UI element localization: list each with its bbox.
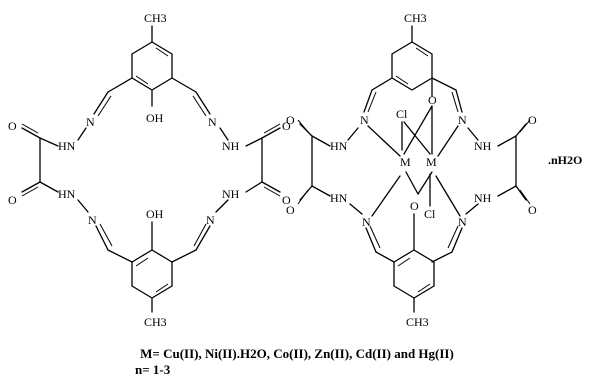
ligand-hydroxyl-bottom: OH xyxy=(146,207,164,221)
complex-imine-n-bl: N xyxy=(362,215,371,229)
ligand-amide-nh-bl: HN xyxy=(58,187,76,201)
complex-chloride-bottom: Cl xyxy=(424,207,436,221)
complex-imine-n-tl: N xyxy=(360,113,369,127)
ligand-oxygen-tr: O xyxy=(282,119,291,133)
complex-metal-left: M xyxy=(400,155,411,169)
complex-methyl-bottom: CH3 xyxy=(406,315,429,329)
complex-amide-nh-br: NH xyxy=(474,191,492,205)
ligand-oxygen-tl: O xyxy=(8,119,17,133)
ligand-methyl-top: CH3 xyxy=(144,11,167,25)
metal-complex-structure: CH3 O N N Cl M M HN NH O xyxy=(286,11,582,329)
complex-chloride-top: Cl xyxy=(396,107,408,121)
complex-imine-n-br: N xyxy=(458,215,467,229)
ligand-oxygen-br: O xyxy=(282,193,291,207)
caption-metal-list: M= Cu(II), Ni(II).H2O, Co(II), Zn(II), C… xyxy=(140,346,454,361)
complex-oxygen-tr: O xyxy=(528,113,537,127)
ligand-amide-nh-tr: NH xyxy=(222,139,240,153)
complex-amide-nh-tl: HN xyxy=(330,139,348,153)
complex-imine-n-tr: N xyxy=(458,113,467,127)
ligand-imine-n-bl: N xyxy=(88,213,97,227)
complex-amide-nh-bl: HN xyxy=(330,191,348,205)
complex-phenoxo-o-top: O xyxy=(428,93,437,107)
complex-metal-right: M xyxy=(426,155,437,169)
ligand-imine-n-tl: N xyxy=(86,115,95,129)
ligand-amide-nh-tl: HN xyxy=(58,139,76,153)
complex-oxygen-bl: O xyxy=(286,203,295,217)
ligand-methyl-bottom: CH3 xyxy=(144,315,167,329)
ligand-imine-n-br: N xyxy=(206,213,215,227)
complex-oxygen-tl: O xyxy=(286,113,295,127)
complex-hydrate-label: .nH2O xyxy=(548,153,582,167)
ligand-imine-n-tr: N xyxy=(208,115,217,129)
ligand-amide-nh-br: NH xyxy=(222,187,240,201)
caption-n-range: n= 1-3 xyxy=(135,362,171,377)
free-ligand-structure: CH3 OH N N HN NH O O O O xyxy=(8,11,291,329)
complex-phenoxo-o-bottom: O xyxy=(410,199,419,213)
complex-methyl-top: CH3 xyxy=(404,11,427,25)
complex-amide-nh-tr: NH xyxy=(474,139,492,153)
ligand-oxygen-bl: O xyxy=(8,193,17,207)
ligand-hydroxyl-top: OH xyxy=(146,111,164,125)
complex-oxygen-br: O xyxy=(528,203,537,217)
